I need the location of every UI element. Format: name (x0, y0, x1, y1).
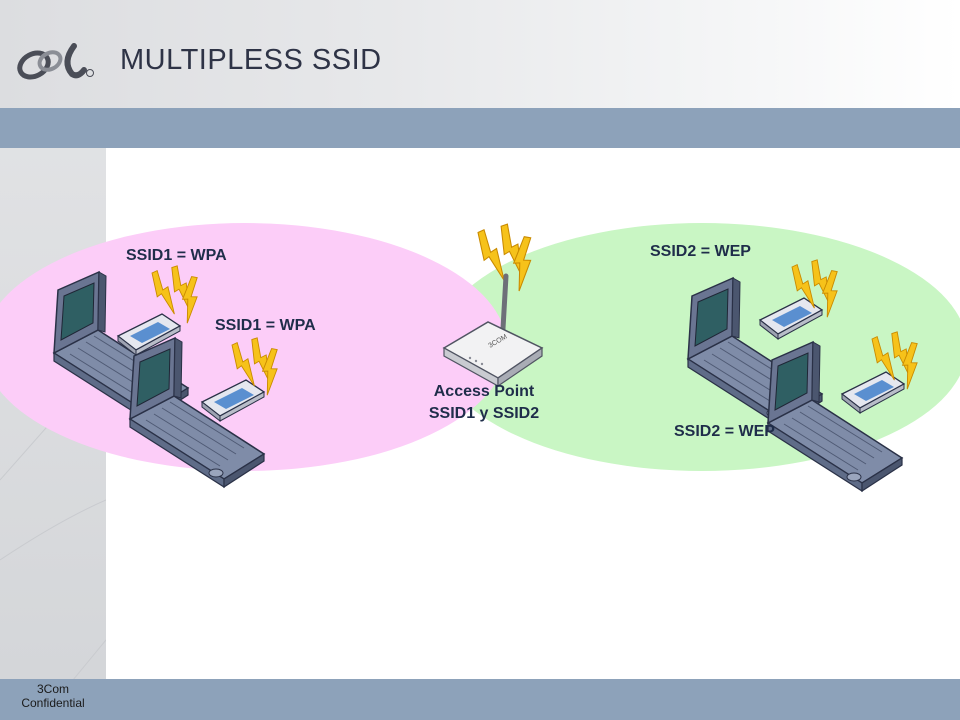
ssid1-label: SSID1 = WPA (215, 317, 316, 334)
access-point-label-line1: Access Point (433, 383, 535, 400)
access-point-label-line2: SSID1 y SSID2 (428, 405, 540, 422)
ssid1-label: SSID1 = WPA (126, 247, 227, 264)
footer-band (0, 679, 960, 720)
access-point-label: Access Point SSID1 y SSID2 (404, 381, 564, 425)
header-band (0, 108, 960, 148)
ssid2-label: SSID2 = WEP (674, 423, 775, 440)
access-point-icon: 3COM (442, 273, 544, 388)
network-diagram: 3COM (0, 148, 960, 679)
logo-mark (17, 43, 94, 80)
ssid2-label: SSID2 = WEP (650, 243, 751, 260)
header (0, 0, 960, 108)
diagram-canvas: 3COM (0, 223, 960, 492)
footer-company: 3Com (36, 682, 69, 696)
footer-classification: Confidential (21, 696, 85, 710)
page-title: MULTIPLESS SSID (120, 44, 382, 76)
footer-confidentiality: 3Com Confidential (0, 682, 106, 710)
